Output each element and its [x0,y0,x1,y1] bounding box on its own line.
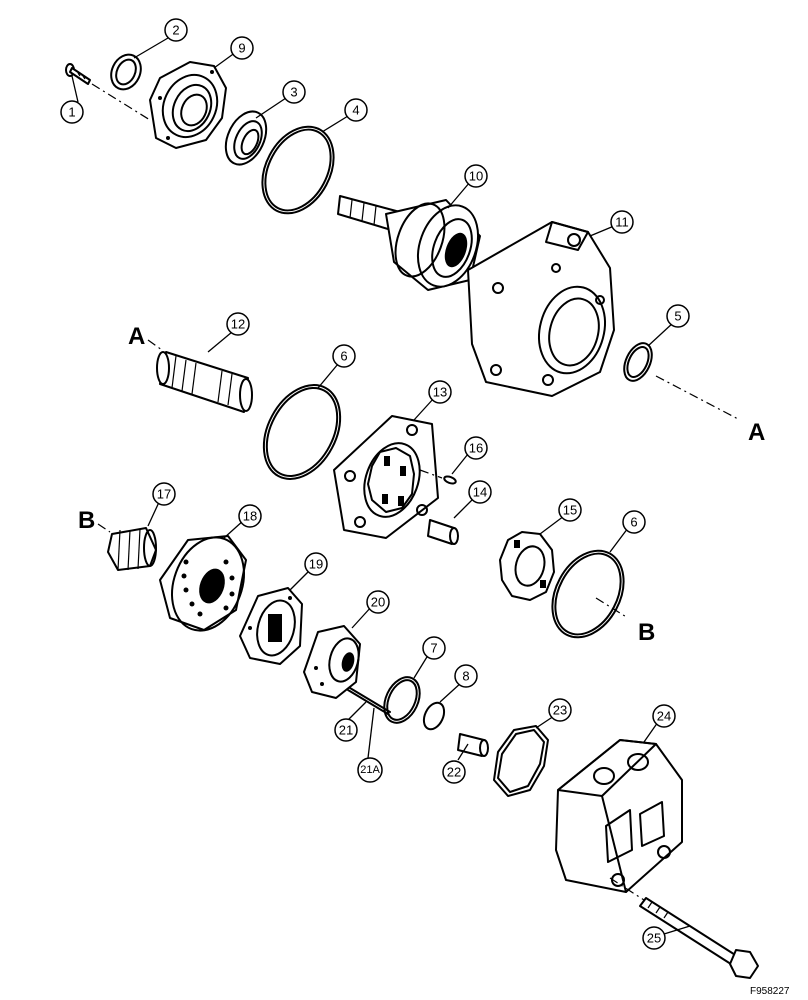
part-19-plate [239,587,303,665]
callout-leaders [71,37,691,935]
reference-letter-b-right: B [638,619,655,646]
callout-10: 10 [464,164,488,188]
part-20-valve-plate [303,625,361,699]
part-2-seal [110,53,142,91]
part-5-ring-inner [626,346,650,378]
callout-16: 16 [464,436,488,460]
callout-12: 12 [226,312,250,336]
part-10-shaft-assembly [337,195,481,291]
callout-4: 4 [344,98,368,122]
part-23-gasket [493,725,549,797]
part-21-rod [347,689,389,715]
callout-3: 3 [282,80,306,104]
callout-19: 19 [304,552,328,576]
axis-line-b-left [97,523,111,533]
axis-line-b-right [595,597,629,619]
part-8-ring [422,701,446,731]
part-12-splined-shaft [156,351,253,413]
part-16-pin [443,475,457,485]
callout-23: 23 [548,698,572,722]
axis-line-a-right [655,375,741,421]
svg-text:7: 7 [430,641,437,656]
callout-25: 25 [642,926,666,950]
callout-2: 2 [164,18,188,42]
callout-14: 14 [468,480,492,504]
svg-text:23: 23 [553,703,567,718]
part-18-valve-disc [159,535,247,632]
part-6-o-ring-lower [551,549,625,639]
part-17-gear [107,527,157,571]
reference-letter-a-right: A [748,419,765,446]
part-5-ring [623,342,653,382]
callout-22: 22 [442,760,466,784]
part-23-gasket-inner [497,729,545,793]
svg-text:17: 17 [157,487,171,502]
svg-text:8: 8 [462,669,469,684]
figure-id: F958227 [750,986,790,997]
part-15-rotor [499,531,555,601]
svg-text:14: 14 [473,485,487,500]
part-7-o-ring [383,676,421,724]
svg-text:21A: 21A [360,764,380,776]
svg-text:18: 18 [243,509,257,524]
callout-18: 18 [238,504,262,528]
svg-text:1: 1 [68,105,75,120]
svg-text:16: 16 [469,441,483,456]
callout-6-upper: 6 [332,344,356,368]
callout-13: 13 [428,380,452,404]
svg-text:2: 2 [172,23,179,38]
part-13-plate [333,415,439,539]
callout-20: 20 [366,590,390,614]
callout-7: 7 [422,636,446,660]
part-11-housing [467,221,615,397]
callout-24: 24 [652,704,676,728]
svg-text:11: 11 [615,215,629,230]
part-6-o-ring-upper-inner [265,387,339,477]
callout-1: 1 [60,100,84,124]
part-7-o-ring-inner [386,679,418,721]
svg-text:25: 25 [647,931,661,946]
svg-text:5: 5 [674,309,681,324]
reference-letter-b-left: B [78,507,95,534]
svg-text:21: 21 [339,723,353,738]
callout-8: 8 [454,664,478,688]
callout-9: 9 [230,36,254,60]
part-9-end-cap [149,61,227,149]
svg-text:19: 19 [309,557,323,572]
callout-11: 11 [610,210,634,234]
svg-text:9: 9 [238,41,245,56]
reference-letter-a-left: A [128,323,145,350]
callout-21a: 21A [357,757,383,783]
svg-text:6: 6 [340,349,347,364]
svg-text:10: 10 [469,169,483,184]
callout-5: 5 [666,304,690,328]
part-24-end-block [555,739,683,893]
svg-text:22: 22 [447,765,461,780]
callout-6-lower: 6 [622,510,646,534]
svg-text:6: 6 [630,515,637,530]
axis-line-part-25 [609,877,645,901]
part-6-o-ring-upper [262,384,342,480]
axis-line-part-16 [419,469,443,479]
part-4-o-ring-inner [264,128,332,212]
svg-text:12: 12 [231,317,245,332]
svg-text:15: 15 [563,503,577,518]
svg-text:13: 13 [433,385,447,400]
part-25-bolt [639,897,759,979]
callout-17: 17 [152,482,176,506]
callout-21: 21 [334,718,358,742]
part-6-o-ring-lower-inner [554,552,622,636]
callout-15: 15 [558,498,582,522]
svg-text:24: 24 [657,709,671,724]
axis-line-a-left [147,339,163,351]
part-1-screw [65,63,91,85]
part-3-seal [224,110,268,166]
svg-text:4: 4 [352,103,359,118]
part-4-o-ring [261,125,335,215]
part-14-dowel [427,519,459,545]
svg-text:3: 3 [290,85,297,100]
svg-text:20: 20 [371,595,385,610]
